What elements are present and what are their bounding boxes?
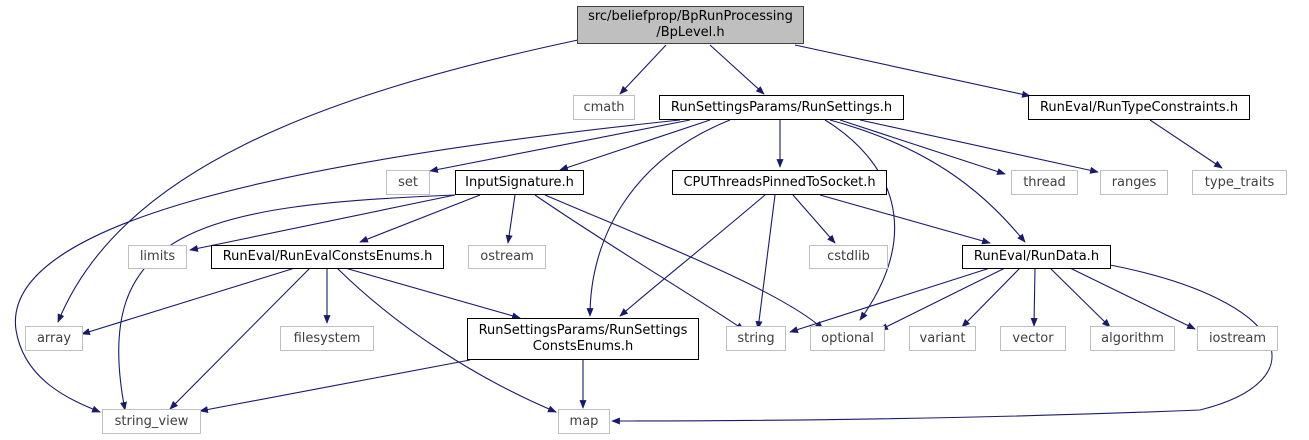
node-runevalconstsenums[interactable]: RunEval/RunEvalConstsEnums.h [211, 245, 444, 269]
edge-inputsignature-ostream [505, 194, 516, 244]
node-runsettingsconstsenums-line1: RunSettingsParams/RunSettings [478, 323, 688, 338]
node-optional-label: optional [821, 330, 874, 346]
edge-rundata-iostream [1069, 267, 1196, 330]
node-vector[interactable]: vector [1000, 326, 1066, 351]
node-set[interactable]: set [386, 170, 430, 195]
edge-rundata-optional [879, 267, 1006, 331]
edge-cputhreads-string [755, 194, 776, 330]
node-type_traits[interactable]: type_traits [1192, 170, 1287, 195]
node-map-label: map [569, 413, 599, 429]
edge-runsettings-runsettingsconstsenums [586, 119, 731, 317]
edge-root-array-2 [57, 39, 579, 323]
edge-rundata-algorithm [1049, 267, 1111, 328]
edge-inputsignature-runevalconstsenums [359, 194, 481, 243]
node-string_view-label: string_view [114, 413, 189, 429]
edge-runsettingsconstsenums-string_view [199, 359, 471, 413]
node-ostream[interactable]: ostream [468, 245, 546, 269]
edge-runsettings-rundata [829, 119, 1026, 243]
node-root-bplevel[interactable]: src/beliefprop/BpRunProcessing /BpLevel.… [577, 6, 804, 44]
node-rundata-label: RunEval/RunData.h [973, 249, 1100, 264]
edge-runsettings-optional [824, 119, 896, 321]
node-iostream-label: iostream [1208, 330, 1267, 346]
node-root-line2: /BpLevel.h [656, 25, 725, 40]
edge-inputsignature-limits [189, 194, 456, 252]
edge-rundata-vector [1030, 267, 1038, 327]
node-vector-label: vector [1012, 330, 1054, 346]
node-runtypeconstraints-label: RunEval/RunTypeConstraints.h [1039, 99, 1239, 115]
node-map[interactable]: map [558, 409, 610, 434]
node-runsettingsconstsenums-line2: ConstsEnums.h [532, 339, 634, 354]
edge-root-runtypeconstraints [794, 44, 1031, 98]
node-ranges-label: ranges [1111, 174, 1157, 190]
node-string[interactable]: string [726, 326, 786, 351]
edge-runsettings-ranges [859, 119, 1099, 174]
node-set-label: set [398, 174, 418, 190]
node-iostream[interactable]: iostream [1197, 326, 1278, 351]
edge-cputhreads-runsettingsconstsenums [619, 194, 766, 317]
node-runsettings[interactable]: RunSettingsParams/RunSettings.h [659, 95, 904, 120]
node-cputhreads[interactable]: CPUThreadsPinnedToSocket.h [672, 170, 887, 195]
node-rundata[interactable]: RunEval/RunData.h [962, 245, 1111, 269]
node-algorithm[interactable]: algorithm [1090, 326, 1175, 351]
edge-runsettings-inputsignature [559, 119, 711, 171]
node-variant-label: variant [919, 330, 966, 346]
edge-runsettings-string_view [14, 119, 681, 413]
node-ranges[interactable]: ranges [1100, 170, 1168, 195]
node-inputsignature[interactable]: InputSignature.h [455, 170, 584, 195]
edge-runsettings-set [429, 119, 691, 173]
node-inputsignature-label: InputSignature.h [465, 174, 574, 190]
edge-inputsignature-optional [544, 194, 824, 330]
node-runsettings-label: RunSettingsParams/RunSettings.h [670, 99, 893, 115]
node-cputhreads-label: CPUThreadsPinnedToSocket.h [683, 174, 876, 190]
node-runevalconstsenums-label: RunEval/RunEvalConstsEnums.h [222, 249, 433, 264]
node-root-line1: src/beliefprop/BpRunProcessing [588, 9, 793, 24]
node-cstdlib[interactable]: cstdlib [809, 245, 888, 269]
node-filesystem[interactable]: filesystem [280, 326, 374, 351]
node-string-label: string [737, 330, 775, 346]
edge-runevalconstsenums-array [81, 267, 296, 336]
edge-inputsignature-string [534, 194, 745, 331]
node-cmath[interactable]: cmath [573, 95, 635, 120]
edge-runsettings-thread [839, 119, 1006, 175]
node-optional[interactable]: optional [810, 326, 885, 351]
node-string_view[interactable]: string_view [102, 409, 201, 434]
node-thread-label: thread [1023, 174, 1066, 190]
node-cmath-label: cmath [583, 99, 625, 115]
node-cstdlib-label: cstdlib [827, 249, 870, 264]
edge-rundata-variant [961, 267, 1021, 328]
node-ostream-label: ostream [480, 249, 534, 264]
node-runsettingsconstsenums[interactable]: RunSettingsParams/RunSettings ConstsEnum… [467, 318, 699, 360]
edge-cputhreads-cstdlib [792, 194, 836, 244]
edge-cputhreads-rundata [819, 194, 991, 245]
edge-root-runsettings [709, 44, 765, 95]
node-filesystem-label: filesystem [293, 330, 361, 346]
node-thread[interactable]: thread [1011, 170, 1078, 195]
node-array[interactable]: array [25, 326, 83, 351]
node-variant[interactable]: variant [909, 326, 976, 351]
edge-rundata-map [611, 264, 1273, 425]
edge-root-cmath [619, 44, 667, 95]
edge-runtypeconstraints-type_traits [1149, 119, 1223, 169]
node-limits[interactable]: limits [128, 245, 187, 269]
node-array-label: array [36, 330, 72, 346]
edge-runevalconstsenums-string_view [169, 267, 311, 410]
node-runtypeconstraints[interactable]: RunEval/RunTypeConstraints.h [1028, 95, 1250, 120]
node-limits-label: limits [139, 249, 176, 264]
edge-runevalconstsenums-runsettingsconstsenums [344, 267, 521, 320]
node-algorithm-label: algorithm [1101, 330, 1164, 346]
node-type_traits-label: type_traits [1204, 174, 1275, 190]
edge-rundata-string [789, 267, 991, 333]
edge-inputsignature-string_view [118, 194, 456, 411]
edge-runevalconstsenums-map [336, 267, 557, 413]
